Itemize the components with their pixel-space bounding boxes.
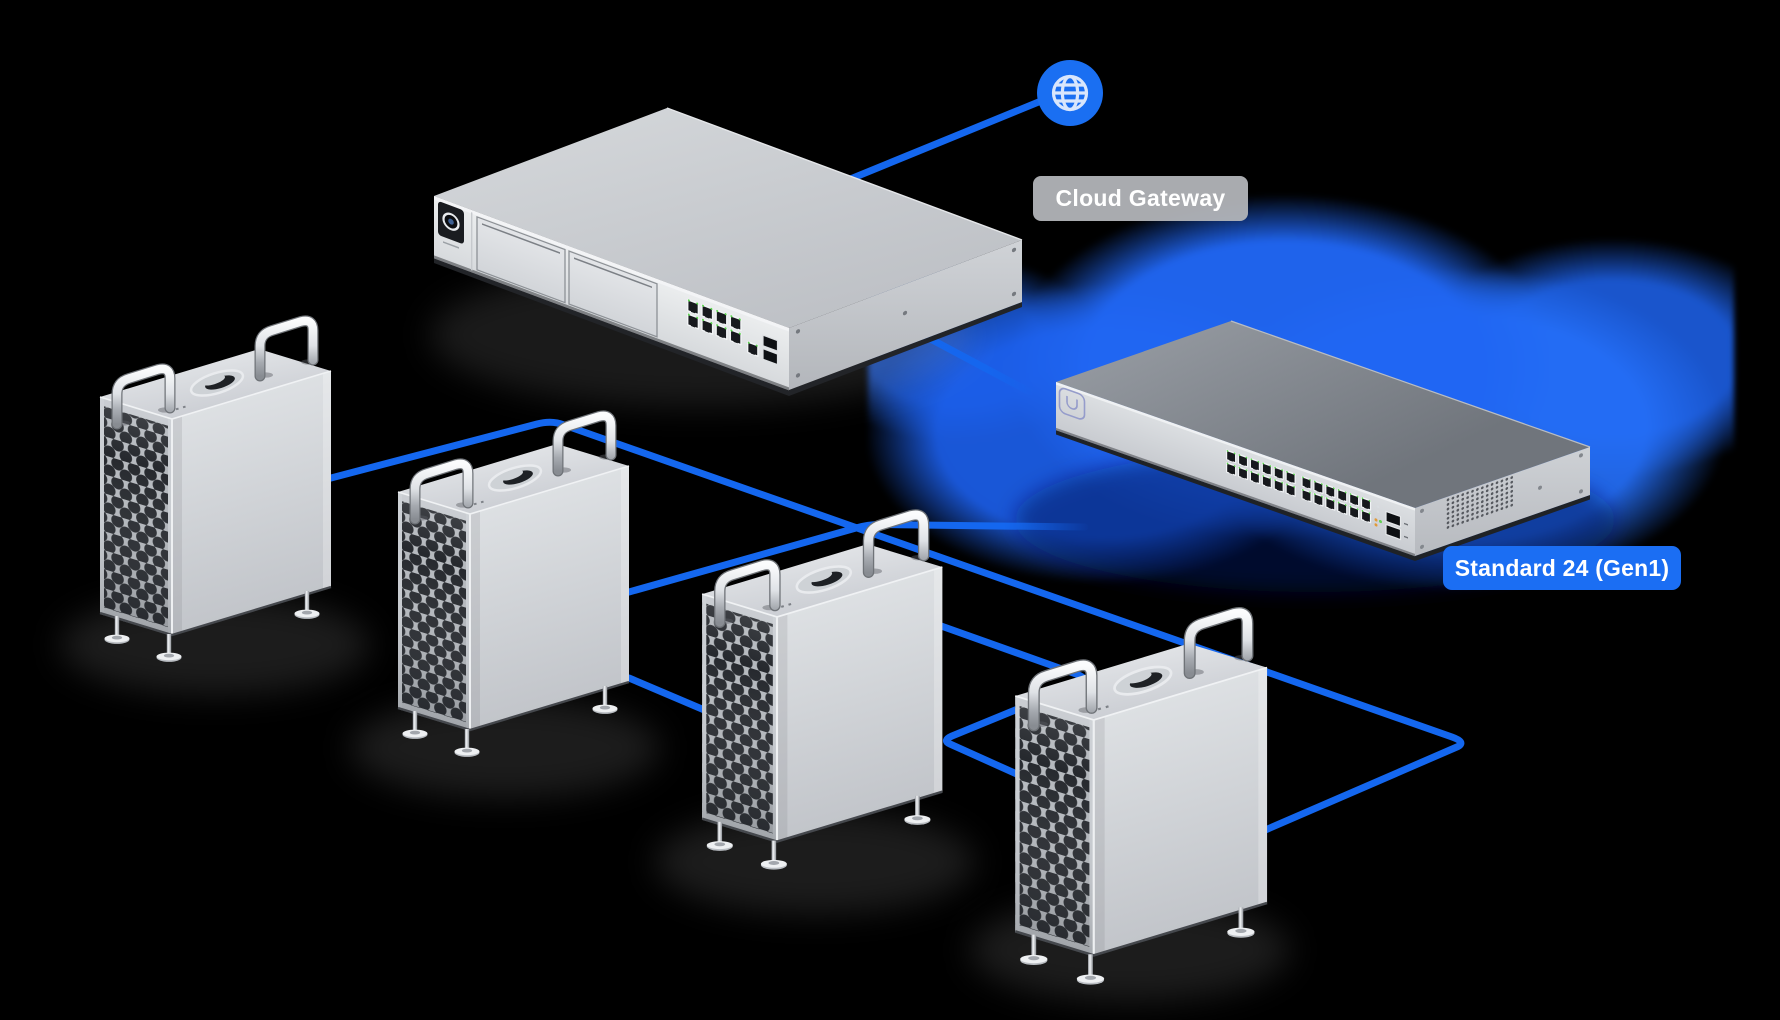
switch-status-leds xyxy=(1374,505,1382,527)
switch-label-text: Standard 24 (Gen1) xyxy=(1454,554,1670,581)
cloud-gateway-label-text: Cloud Gateway xyxy=(1055,185,1226,211)
gateway-drive-bay xyxy=(476,215,566,304)
workstation-2 xyxy=(398,416,629,757)
connection-line-internet xyxy=(844,97,1045,184)
globe-icon xyxy=(1037,60,1103,126)
connection-line-workstation1 xyxy=(327,418,1465,845)
switch-vent-grid xyxy=(1446,476,1514,529)
gateway-drive-bay xyxy=(568,250,658,338)
switch-device xyxy=(1056,320,1591,561)
switch-label: Standard 24 (Gen1) xyxy=(1443,546,1681,590)
workstation-3 xyxy=(702,515,942,870)
gateway-sfp-ports xyxy=(762,334,779,366)
cloud-gateway-device xyxy=(434,107,1023,396)
cloud-gateway-label: Cloud Gateway xyxy=(1033,176,1248,221)
connection-line-gateway-switch xyxy=(921,332,1034,396)
ubiquiti-logo-icon xyxy=(1058,387,1086,420)
switch-sfp-ports xyxy=(1385,510,1408,541)
gateway-power-button xyxy=(438,201,464,249)
